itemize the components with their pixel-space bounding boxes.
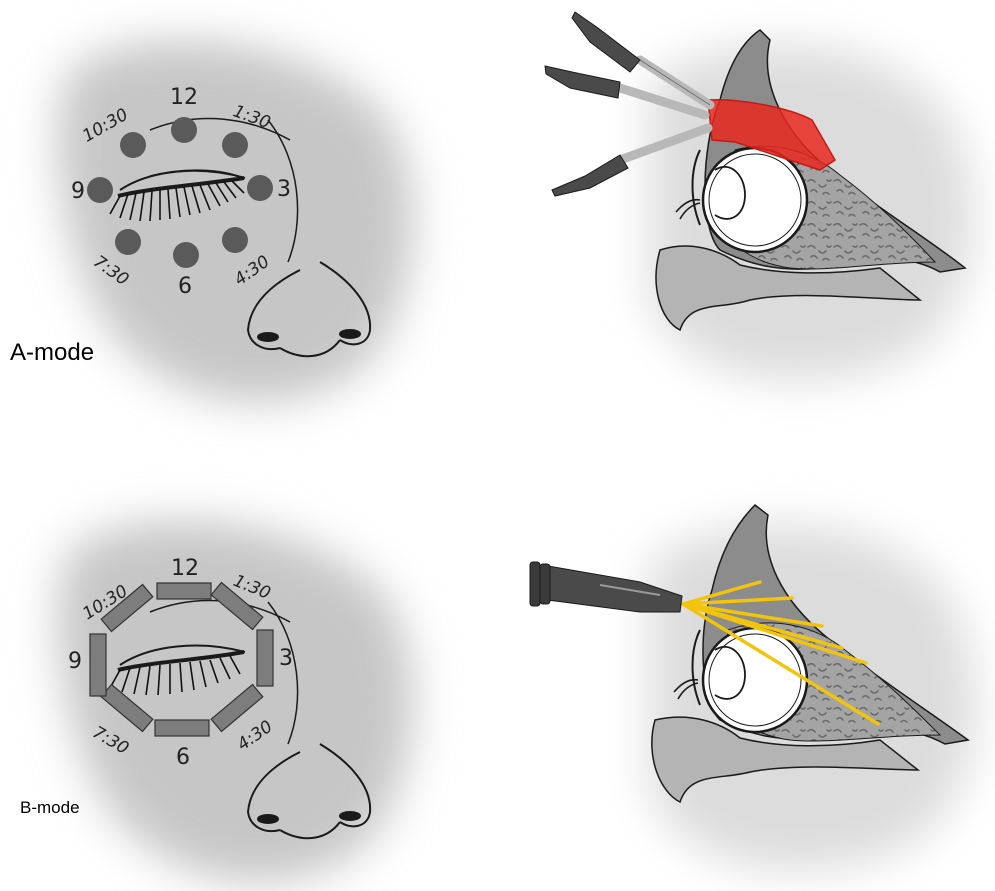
transducer-9 bbox=[90, 634, 106, 696]
probe-dot-12 bbox=[171, 117, 197, 143]
probe-dot-1-30 bbox=[222, 132, 248, 158]
clock-label-3: 3 bbox=[277, 177, 291, 202]
clock-label-6: 6 bbox=[178, 274, 192, 299]
a-mode-orbit-panel bbox=[545, 12, 973, 380]
b-mode-label: B-mode bbox=[20, 798, 80, 818]
face-shading bbox=[58, 41, 413, 402]
b-mode-face-panel: 12 1:30 3 4:30 6 7:30 9 10:30 bbox=[58, 521, 413, 882]
eyeball bbox=[703, 628, 807, 732]
transducer-6 bbox=[155, 720, 209, 736]
transducer-3 bbox=[257, 630, 273, 686]
probe-dot-4-30 bbox=[222, 227, 248, 253]
probe-dot-10-30 bbox=[120, 132, 146, 158]
probe-dot-6 bbox=[173, 242, 199, 268]
clock-label-9: 9 bbox=[68, 649, 82, 674]
clock-label-12: 12 bbox=[170, 85, 198, 110]
clock-label-12: 12 bbox=[171, 556, 199, 581]
b-mode-orbit-panel bbox=[530, 505, 976, 870]
clock-label-3: 3 bbox=[279, 646, 293, 671]
a-mode-face-panel: 12 1:30 3 4:30 6 7:30 9 10:30 bbox=[58, 41, 413, 402]
probe-dot-7-30 bbox=[115, 229, 141, 255]
transducer-12 bbox=[157, 583, 211, 599]
probe-dot-9 bbox=[87, 177, 113, 203]
probe-dot-3 bbox=[247, 175, 273, 201]
a-mode-label: A-mode bbox=[10, 339, 94, 367]
clock-label-9: 9 bbox=[71, 179, 85, 204]
clock-label-6: 6 bbox=[176, 745, 190, 770]
eyeball bbox=[703, 148, 807, 252]
